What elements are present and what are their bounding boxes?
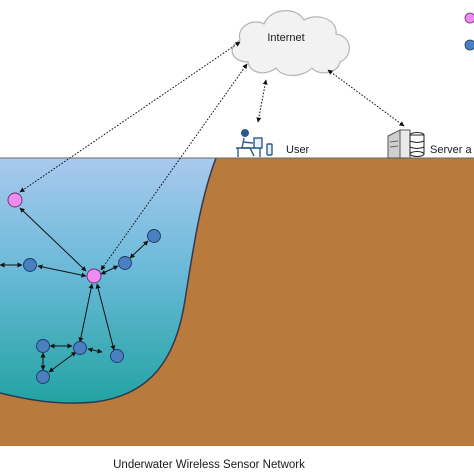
user-at-desk-icon <box>236 128 273 157</box>
link-internet-user <box>256 79 268 123</box>
link-node-a-to-center <box>37 264 87 278</box>
link-center-to-node-f <box>78 283 94 343</box>
link-center-to-node-g <box>95 283 116 351</box>
sensor-nodes <box>23 229 161 384</box>
sensor-node <box>110 349 124 363</box>
sensor-node <box>147 229 161 243</box>
seabed-land <box>0 158 474 446</box>
link-internet-server <box>327 69 405 127</box>
sensor-node <box>73 341 87 355</box>
link-node-e-to-node-f <box>48 351 77 373</box>
link-node-c-to-node-b <box>129 240 149 259</box>
sensor-node <box>36 370 50 384</box>
link-center-to-node-c <box>100 265 119 275</box>
internet-label: Internet <box>267 32 304 44</box>
sink-nodes <box>7 192 102 284</box>
diagram-caption: Underwater Wireless Sensor Network <box>113 459 305 471</box>
link-node-f-to-node-h <box>87 347 103 354</box>
server-database-icon <box>387 129 425 159</box>
sink-node <box>7 192 23 208</box>
acoustic-links <box>0 207 149 373</box>
link-sink-left-to-center <box>19 207 87 272</box>
user-label: User <box>286 144 310 156</box>
server-label: Server a <box>430 144 472 156</box>
link-internet-sink-left <box>19 41 241 193</box>
link-internet-sink-center <box>100 63 248 271</box>
legend-sink-swatch <box>464 12 474 24</box>
sensor-node <box>118 256 132 270</box>
cloud-icon <box>231 10 350 77</box>
sensor-node <box>23 258 37 272</box>
sensor-node <box>36 339 50 353</box>
long-range-links <box>19 41 405 271</box>
legend-sensor-swatch <box>464 39 474 51</box>
sink-node <box>86 268 102 284</box>
